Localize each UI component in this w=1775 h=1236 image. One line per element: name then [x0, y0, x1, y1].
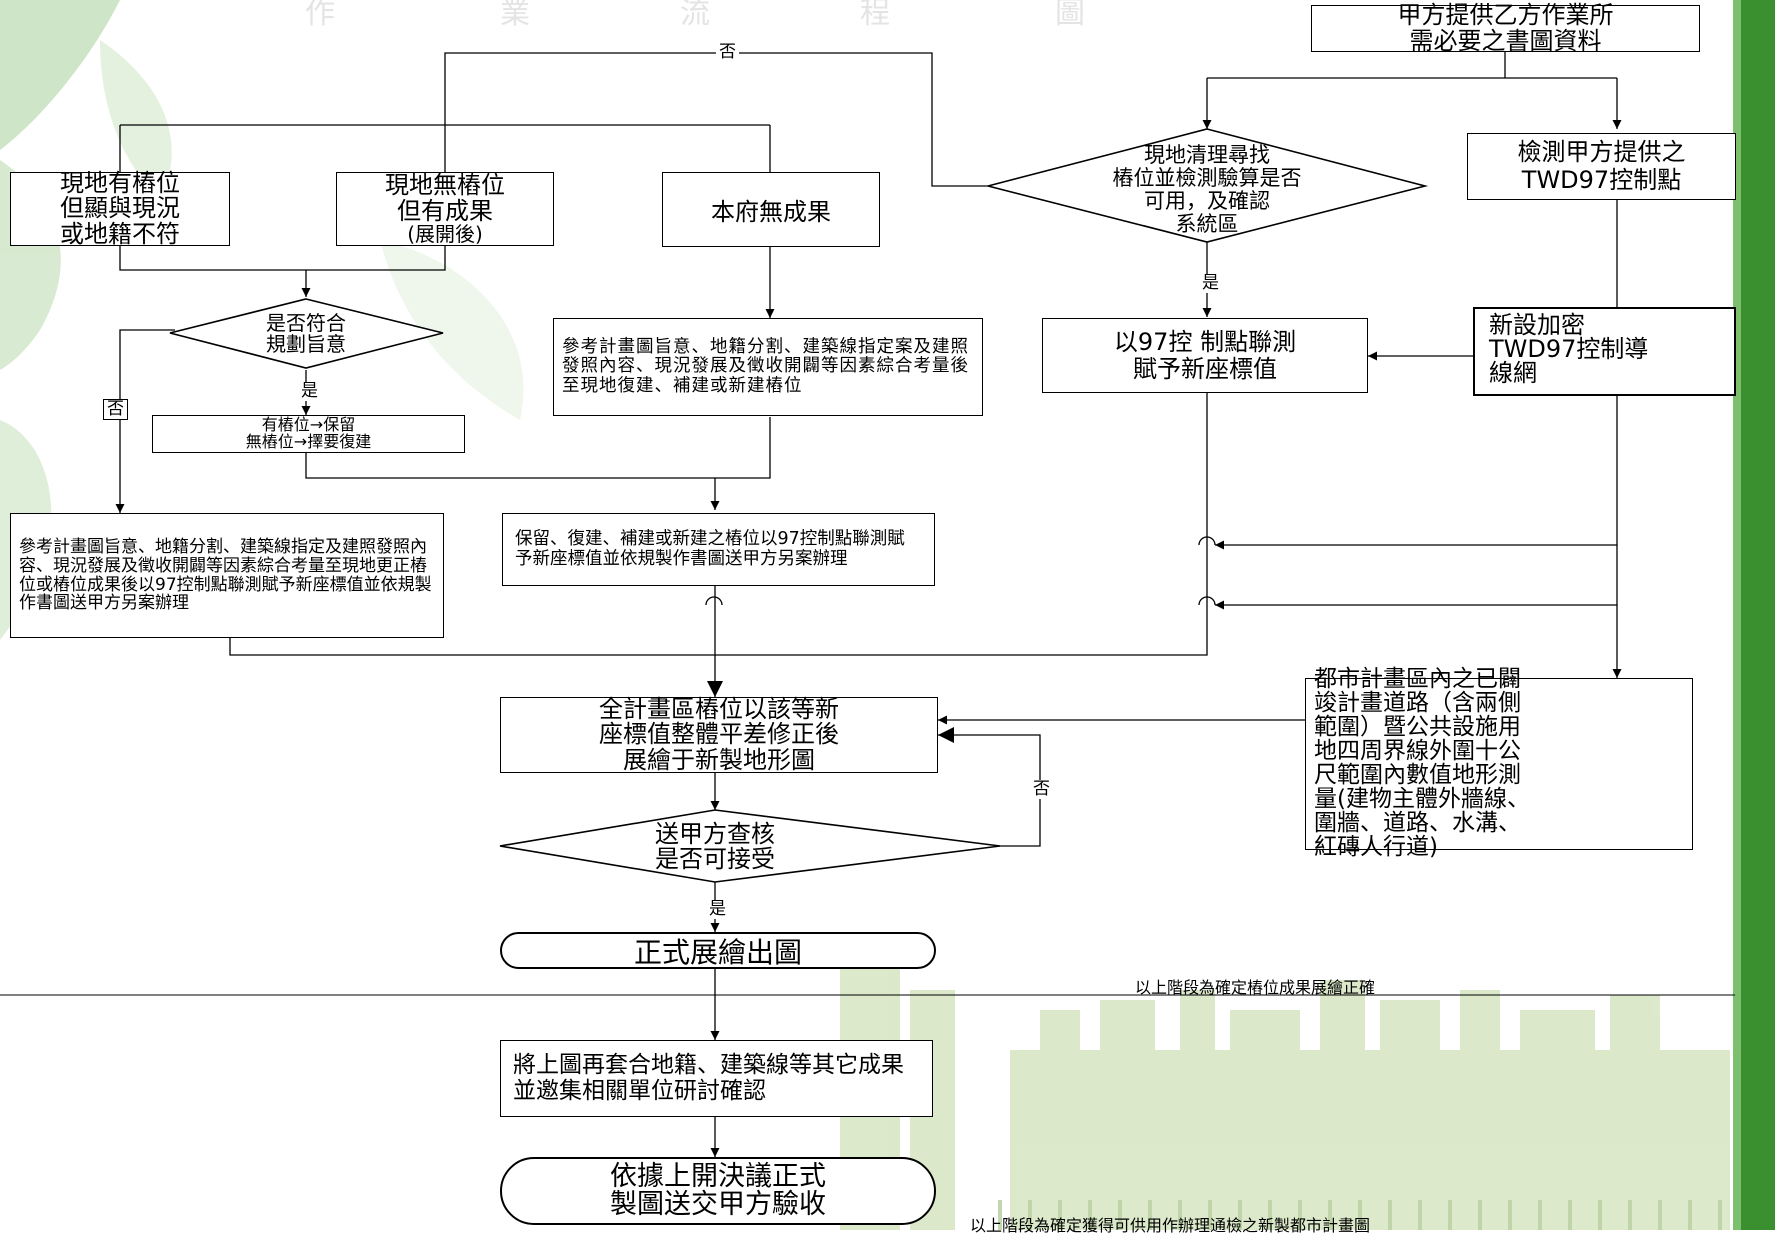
city-skyline-decoration — [840, 960, 1730, 1230]
edge-label-yes-review: 是 — [706, 900, 729, 919]
edge-label-yes-plan: 是 — [298, 382, 321, 401]
edge-merge-to-plan — [119, 245, 446, 271]
node-new-traverse[interactable]: 新設加密 TWD97控制導 線網 — [1473, 307, 1736, 396]
node-keep-rebuild[interactable]: 有樁位→保留 無樁位→擇要復建 — [152, 415, 465, 453]
node-mismatch[interactable]: 現地有樁位 但顯與現況 或地籍不符 — [10, 171, 230, 246]
skyline-fence-decoration — [998, 1200, 1722, 1230]
no-pile-result-sub: (展開後) — [407, 221, 483, 246]
edge-plan-no — [115, 329, 175, 513]
diamond-review — [499, 809, 1001, 883]
node-deliver[interactable]: 依據上開決議正式 製圖送交甲方驗收 — [500, 1157, 936, 1225]
diamond-plan-intent — [169, 298, 444, 369]
edge-assign-down — [715, 392, 1208, 656]
diamond-check-pile — [987, 128, 1429, 243]
node-retain-etc[interactable]: 保留、復建、補建或新建之樁位以97控制點聯測賦予新座標值並依規製作書圖送甲方另案… — [502, 513, 935, 586]
edge-label-no-plan: 否 — [103, 399, 128, 420]
edge-label-yes-pile: 是 — [1199, 274, 1222, 293]
node-check-pile[interactable]: 現地清理尋找 樁位並檢測驗算是否 可用，及確認 系統區 — [1112, 142, 1302, 237]
edge-hop-3 — [705, 596, 723, 606]
node-no-pile-result[interactable]: 現地無樁位 但有成果 (展開後) — [336, 172, 554, 246]
title-ghost-2: 業 — [500, 0, 530, 31]
edge-ref-b-bottom — [229, 637, 715, 656]
right-accent-bar — [1740, 0, 1775, 1230]
edge-keep-to-retain — [305, 417, 771, 479]
no-pile-result-title: 現地無樁位 但有成果 — [385, 171, 505, 225]
node-review[interactable]: 送甲方查核 是否可接受 — [655, 819, 775, 873]
stage-note-2: 以上階段為確定獲得可供用作辦理通檢之新製都市計畫圖 — [970, 1216, 1371, 1235]
node-start[interactable]: 甲方提供乙方作業所 需必要之書圖資料 — [1311, 3, 1700, 53]
node-ref-plan-a[interactable]: 參考計畫圖旨意、地籍分割、建築線指定案及建照發照內容、現況發展及徵收開闢等因素綜… — [553, 318, 983, 416]
edge-twd97-to-ref-b — [1215, 545, 1618, 610]
node-survey-area[interactable]: 都市計畫區內之已闢 竣計畫道路（含兩側 範圍）暨公共設施用 地四周界線外圍十公 … — [1305, 667, 1693, 859]
stage-note-1: 以上階段為確定樁位成果展繪正確 — [1135, 978, 1376, 997]
node-check-twd97[interactable]: 檢測甲方提供之 TWD97控制點 — [1467, 133, 1736, 200]
title-ghost-3: 流 — [680, 0, 710, 31]
node-final-plot[interactable]: 正式展繪出圖 — [500, 932, 936, 969]
title-ghost-1: 作 — [305, 0, 335, 31]
right-accent-light — [1733, 0, 1741, 1230]
edge-label-no-top: 否 — [716, 43, 739, 62]
node-assign-coord[interactable]: 以97控 制點聯測 賦予新座標值 — [1042, 318, 1368, 393]
node-overlay[interactable]: 將上圖再套合地籍、建築線等其它成果並邀集相關單位研討確認 — [500, 1040, 933, 1117]
edge-check-pile-no — [444, 52, 988, 187]
node-plan-intent[interactable]: 是否符合 規劃旨意 — [266, 311, 346, 356]
title-ghost-4: 程 — [860, 0, 890, 31]
node-adjust-all[interactable]: 全計畫區樁位以該等新 座標值整體平差修正後 展繪于新製地形圖 — [500, 697, 938, 773]
edge-twd97-to-retain — [1215, 395, 1618, 550]
edge-label-no-review: 否 — [1030, 780, 1053, 799]
node-ref-plan-b[interactable]: 參考計畫圖旨意、地籍分割、建築線指定及建照發照內容、現況發展及徵收開闢等因素綜合… — [10, 513, 444, 638]
node-no-result[interactable]: 本府無成果 — [662, 172, 880, 247]
title-ghost-5: 圖 — [1055, 0, 1085, 31]
